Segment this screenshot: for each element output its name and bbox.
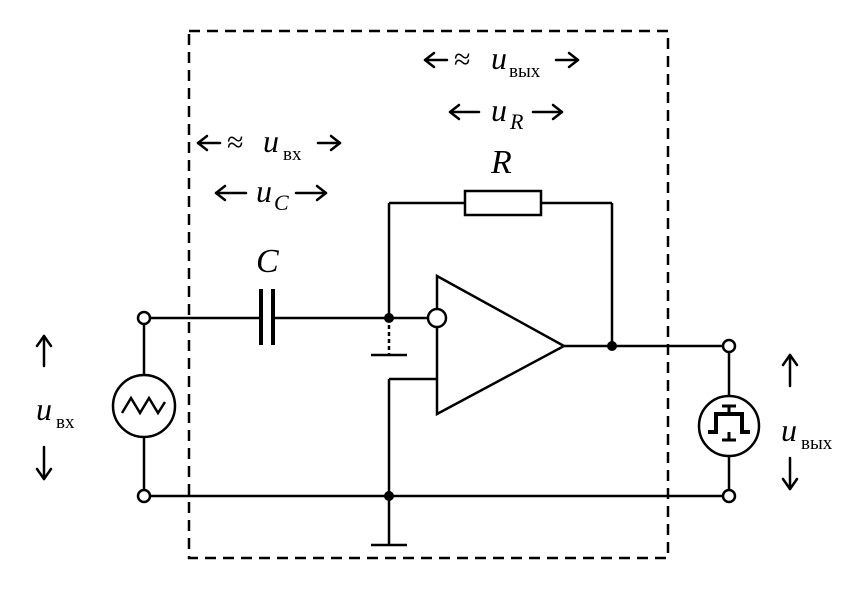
uR-sub: R [509,109,524,134]
approx-out-sign: ≈ [454,43,470,76]
junction-node-ground [384,491,394,501]
approx-in-arrow-right [316,134,342,152]
approx-out-arrow-right [554,51,580,69]
output-voltage-arrow-up [781,353,799,388]
approx-in-sub: вх [283,144,302,165]
uC-arrow-right [294,184,328,202]
approx-in-u: u [263,123,279,159]
resistor-body [463,189,543,217]
output-voltage-sub: вых [801,433,833,454]
ac-source-triangle-wave-icon [111,373,177,439]
opamp-triangle [435,273,567,417]
uR-arrow-left [448,103,481,121]
approx-out-u: u [491,40,507,76]
uC-arrow-left [214,184,248,202]
terminal-output-top [721,338,737,354]
approx-out-arrow-left [423,51,449,69]
output-voltage-u: u [781,412,797,448]
resistor-label: R [490,144,512,181]
input-voltage-u: u [36,391,52,427]
junction-node-output [607,341,617,351]
opamp-enclosure [187,29,670,560]
terminal-input-bottom [136,488,152,504]
inverting-input-bubble [426,307,448,329]
approx-out-sub: вых [509,61,541,82]
uC-sub: C [274,190,289,215]
terminal-input-top [136,310,152,326]
terminal-output-bottom [721,488,737,504]
approx-in-sign: ≈ [227,126,243,159]
input-voltage-arrow-down [35,445,53,481]
junction-node-input [384,313,394,323]
approx-in-arrow-left [196,134,222,152]
uC-u: u [256,173,272,209]
capacitor-label: C [256,243,279,280]
uR-arrow-right [531,103,564,121]
input-voltage-sub: вх [56,412,75,433]
uR-u: u [491,92,507,128]
input-voltage-arrow-up [35,334,53,368]
output-voltage-arrow-down [781,456,799,491]
oscilloscope-icon [697,394,761,458]
